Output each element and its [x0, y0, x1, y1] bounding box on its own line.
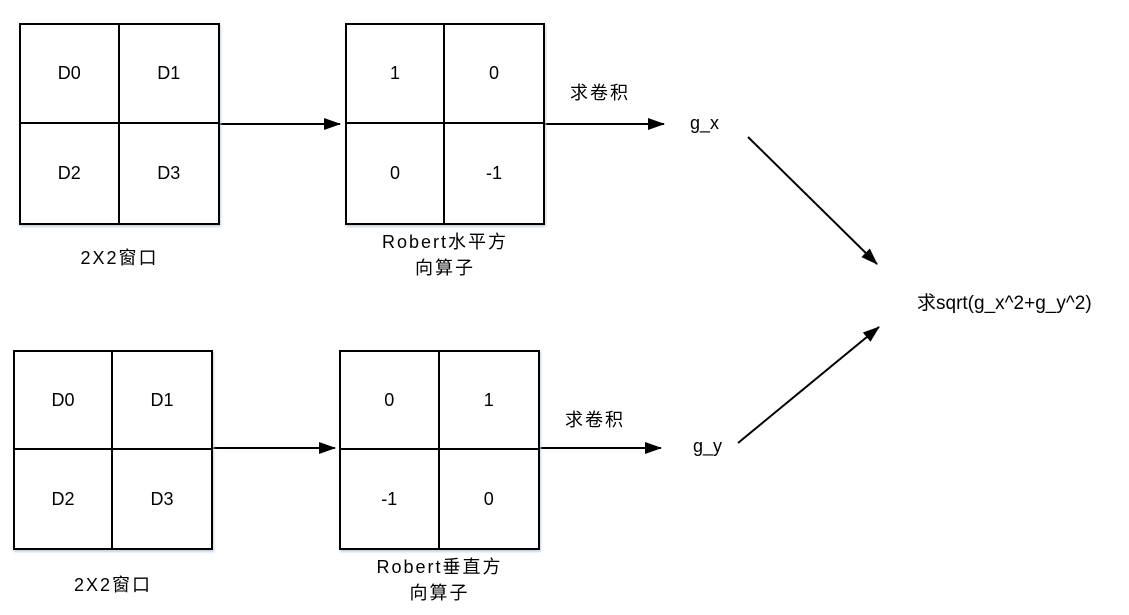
operator-caption-line2: 向算子 — [415, 258, 475, 278]
matrix-cell: D3 — [157, 163, 181, 183]
operator-caption-horizontal: Robert水平方 向算子 — [345, 229, 545, 281]
matrix-cell: D1 — [113, 352, 211, 450]
matrix-cell: D0 — [21, 25, 120, 124]
matrix-cell: D0 — [15, 352, 113, 450]
matrix-cell: D3 — [150, 488, 174, 509]
gy-label: g_y — [693, 436, 723, 456]
convolution-label-bottom: 求卷积 — [565, 410, 625, 430]
operator-caption-vertical: Robert垂直方 向算子 — [339, 554, 540, 606]
matrix-cell: -1 — [485, 163, 502, 183]
matrix-cell: D2 — [15, 450, 113, 548]
matrix-cell: 1 — [439, 352, 538, 450]
convolution-label-top: 求卷积 — [570, 83, 630, 103]
window-matrix-bottom: D0 D1 D2 D3 — [13, 350, 213, 550]
operator-matrix-vertical: 0 1 -1 0 — [339, 350, 540, 550]
operator-caption-line2: 向算子 — [409, 583, 470, 603]
matrix-cell: D1 — [119, 25, 218, 124]
matrix-cell: 1 — [347, 25, 445, 124]
operator-caption-line1: Robert水平方 — [381, 232, 509, 252]
window-caption-top: 2X2窗口 — [80, 248, 159, 268]
arrow-gy-to-result — [737, 326, 880, 444]
arrow-gx-to-result — [747, 136, 878, 265]
operator-matrix-horizontal: 1 0 0 -1 — [345, 23, 545, 225]
gx-label: g_x — [690, 113, 720, 133]
matrix-cell: 0 — [347, 124, 445, 223]
result-formula-label: 求sqrt(g_x^2+g_y^2) — [917, 293, 1092, 314]
operator-caption-line1: Robert垂直方 — [376, 557, 503, 577]
matrix-cell: -1 — [341, 450, 440, 548]
window-caption-bottom: 2X2窗口 — [73, 575, 153, 595]
matrix-cell: D2 — [21, 124, 120, 223]
window-matrix-top: D0 D1 D2 D3 — [19, 23, 220, 225]
matrix-cell: 0 — [445, 25, 543, 124]
matrix-cell: 0 — [483, 488, 494, 509]
matrix-cell: 0 — [341, 352, 440, 450]
